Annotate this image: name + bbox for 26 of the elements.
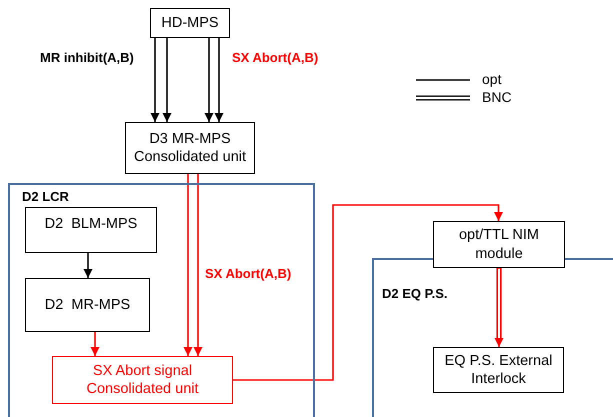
process-box: D2 BLM-MPS [25, 207, 157, 253]
group-heading: D2 LCR [22, 189, 69, 204]
process-box: HD-MPS [150, 8, 230, 38]
group-heading: D2 EQ P.S. [382, 286, 448, 301]
arrow [150, 38, 160, 122]
group-frame [372, 258, 613, 417]
arrow [184, 174, 192, 356]
arrow [214, 38, 224, 122]
arrow [204, 38, 214, 122]
legend-label: BNC [482, 89, 512, 105]
arrow [233, 204, 503, 381]
arrow [194, 174, 202, 356]
process-box: D3 MR-MPS Consolidated unit [125, 122, 255, 174]
group-frame [8, 183, 315, 417]
edge-label: SX Abort(A,B) [205, 266, 292, 281]
legend-label: opt [482, 71, 502, 87]
arrow [494, 267, 504, 347]
process-box: SX Abort signal Consolidated unit [52, 356, 233, 404]
arrow [84, 253, 92, 278]
process-box: opt/TTL NIM module [433, 221, 565, 268]
process-box: D2 MR-MPS [25, 278, 150, 332]
process-box: EQ P.S. External Interlock [433, 347, 564, 393]
arrow [162, 38, 172, 122]
edge-label: SX Abort(A,B) [232, 50, 318, 65]
arrow [90, 332, 100, 356]
edge-label: MR inhibit(A,B) [40, 50, 134, 65]
